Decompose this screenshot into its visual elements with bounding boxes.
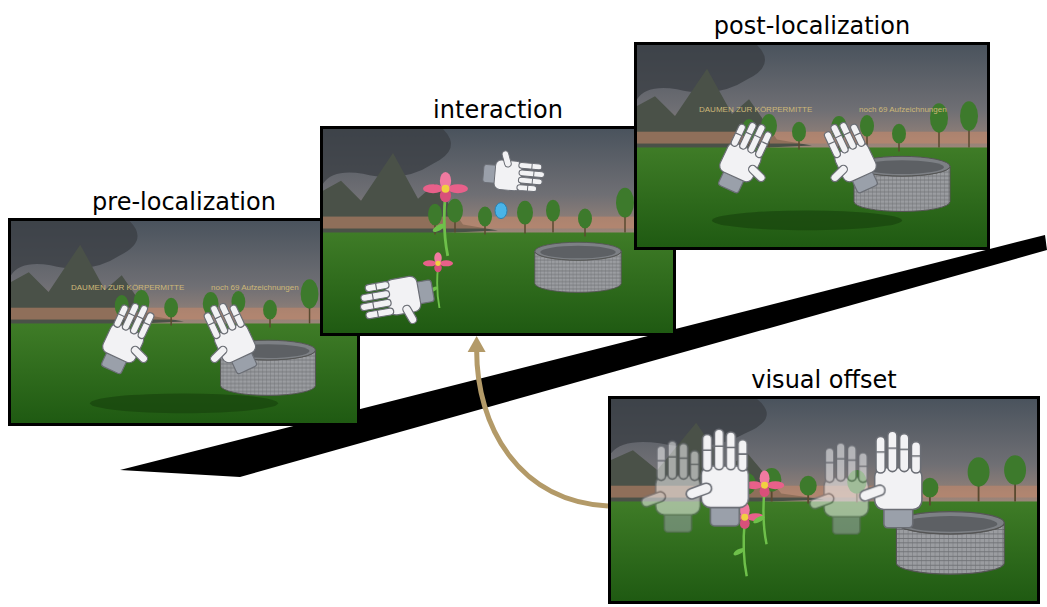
- panel-heading: post-localization: [634, 12, 990, 40]
- overlay-text: DAUMEN ZUR KÖRPERMITTE: [699, 105, 812, 115]
- screenshot-panel: visual offset: [608, 366, 1040, 604]
- screenshot-frame: DAUMEN ZUR KÖRPERMITTE noch 69 Aufzeichnu…: [634, 42, 990, 250]
- arrow-line: [477, 350, 608, 506]
- panel-heading: interaction: [320, 96, 676, 124]
- transition-arrow: [468, 336, 608, 506]
- screenshot-panel: pre-localizationDAUMEN ZUR KÖRPERMITTE no…: [8, 188, 360, 426]
- screenshot-panel: post-localizationDAUMEN ZUR KÖRPERMITTE n…: [634, 12, 990, 250]
- arrow-head: [468, 336, 486, 352]
- screenshot-panel: interaction: [320, 96, 676, 336]
- overlay-text: noch 69 Aufzeichnungen: [211, 283, 299, 293]
- panel-heading: pre-localization: [8, 188, 360, 216]
- overlay-text: noch 69 Aufzeichnungen: [859, 105, 947, 115]
- screenshot-frame: [320, 126, 676, 336]
- vr-scene: [323, 129, 673, 333]
- vr-scene: [611, 399, 1037, 601]
- panel-heading: visual offset: [608, 366, 1040, 394]
- screenshot-frame: DAUMEN ZUR KÖRPERMITTE noch 69 Aufzeichnu…: [8, 218, 360, 426]
- vr-scene: [11, 221, 357, 423]
- overlay-text: DAUMEN ZUR KÖRPERMITTE: [71, 283, 184, 293]
- vr-scene: [637, 45, 987, 247]
- screenshot-frame: [608, 396, 1040, 604]
